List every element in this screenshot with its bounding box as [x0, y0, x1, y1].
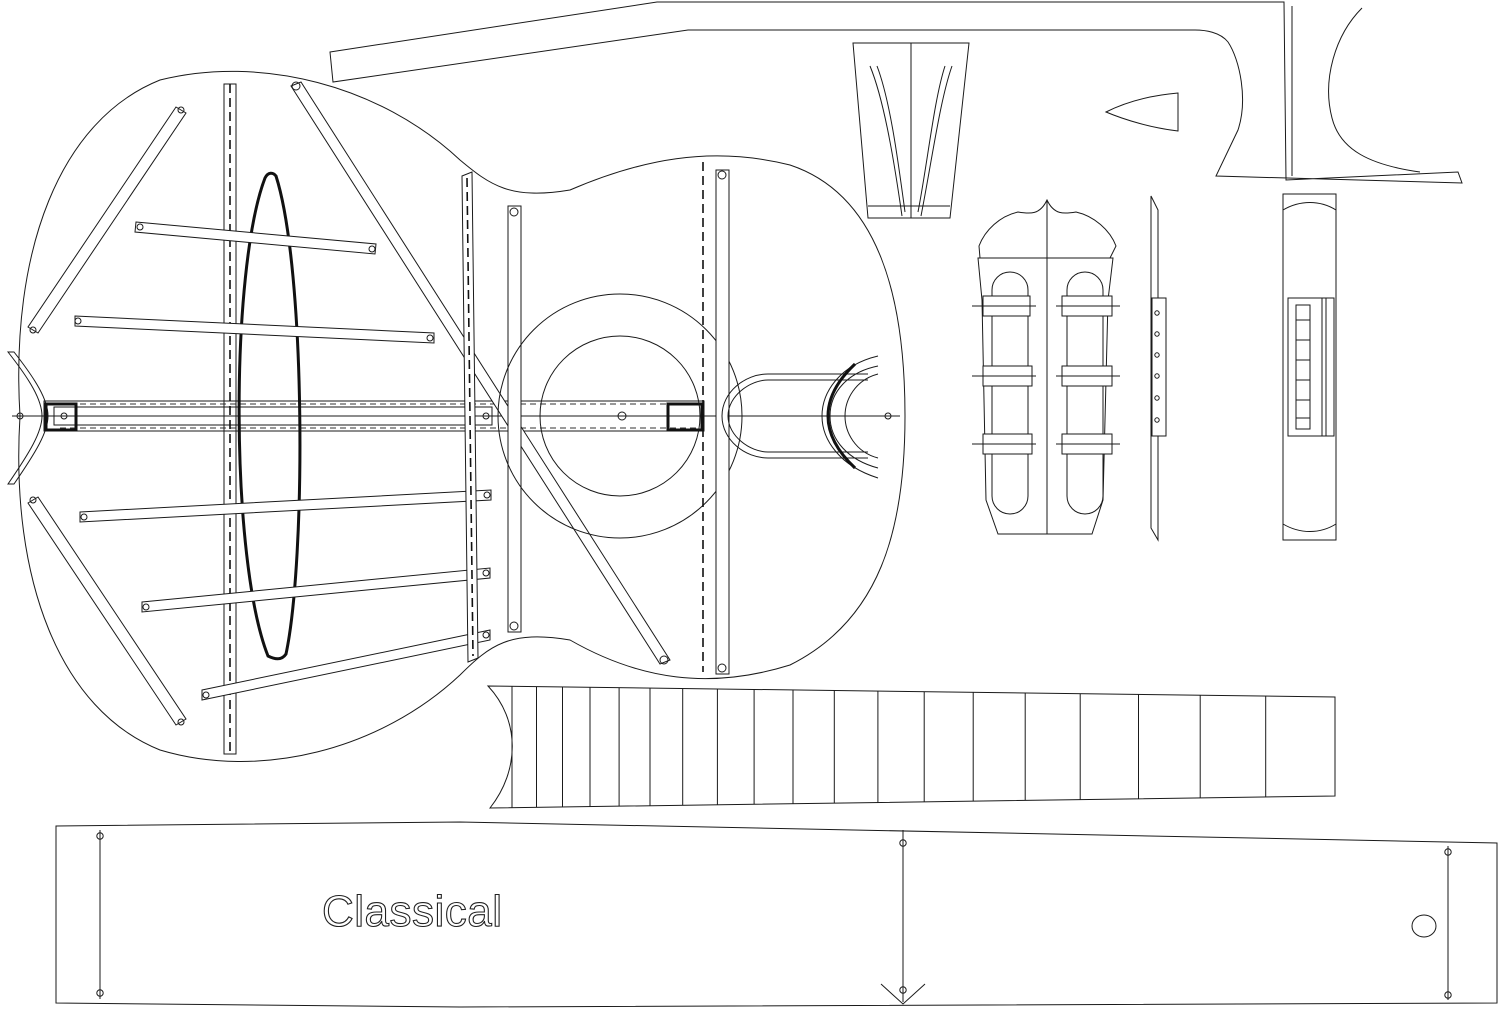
neck-side-profile: [330, 2, 1462, 183]
heel-block: [1283, 194, 1336, 540]
nut-side-view: [1151, 196, 1166, 540]
fingerboard: [488, 686, 1335, 808]
headstock-veneer: [853, 43, 969, 218]
top-plate: [8, 71, 905, 761]
headstock-slot-outline: [1106, 93, 1178, 131]
side-label: Classical: [322, 887, 503, 936]
headstock-top-view: [972, 200, 1120, 534]
side-template: Classical: [56, 822, 1497, 1007]
